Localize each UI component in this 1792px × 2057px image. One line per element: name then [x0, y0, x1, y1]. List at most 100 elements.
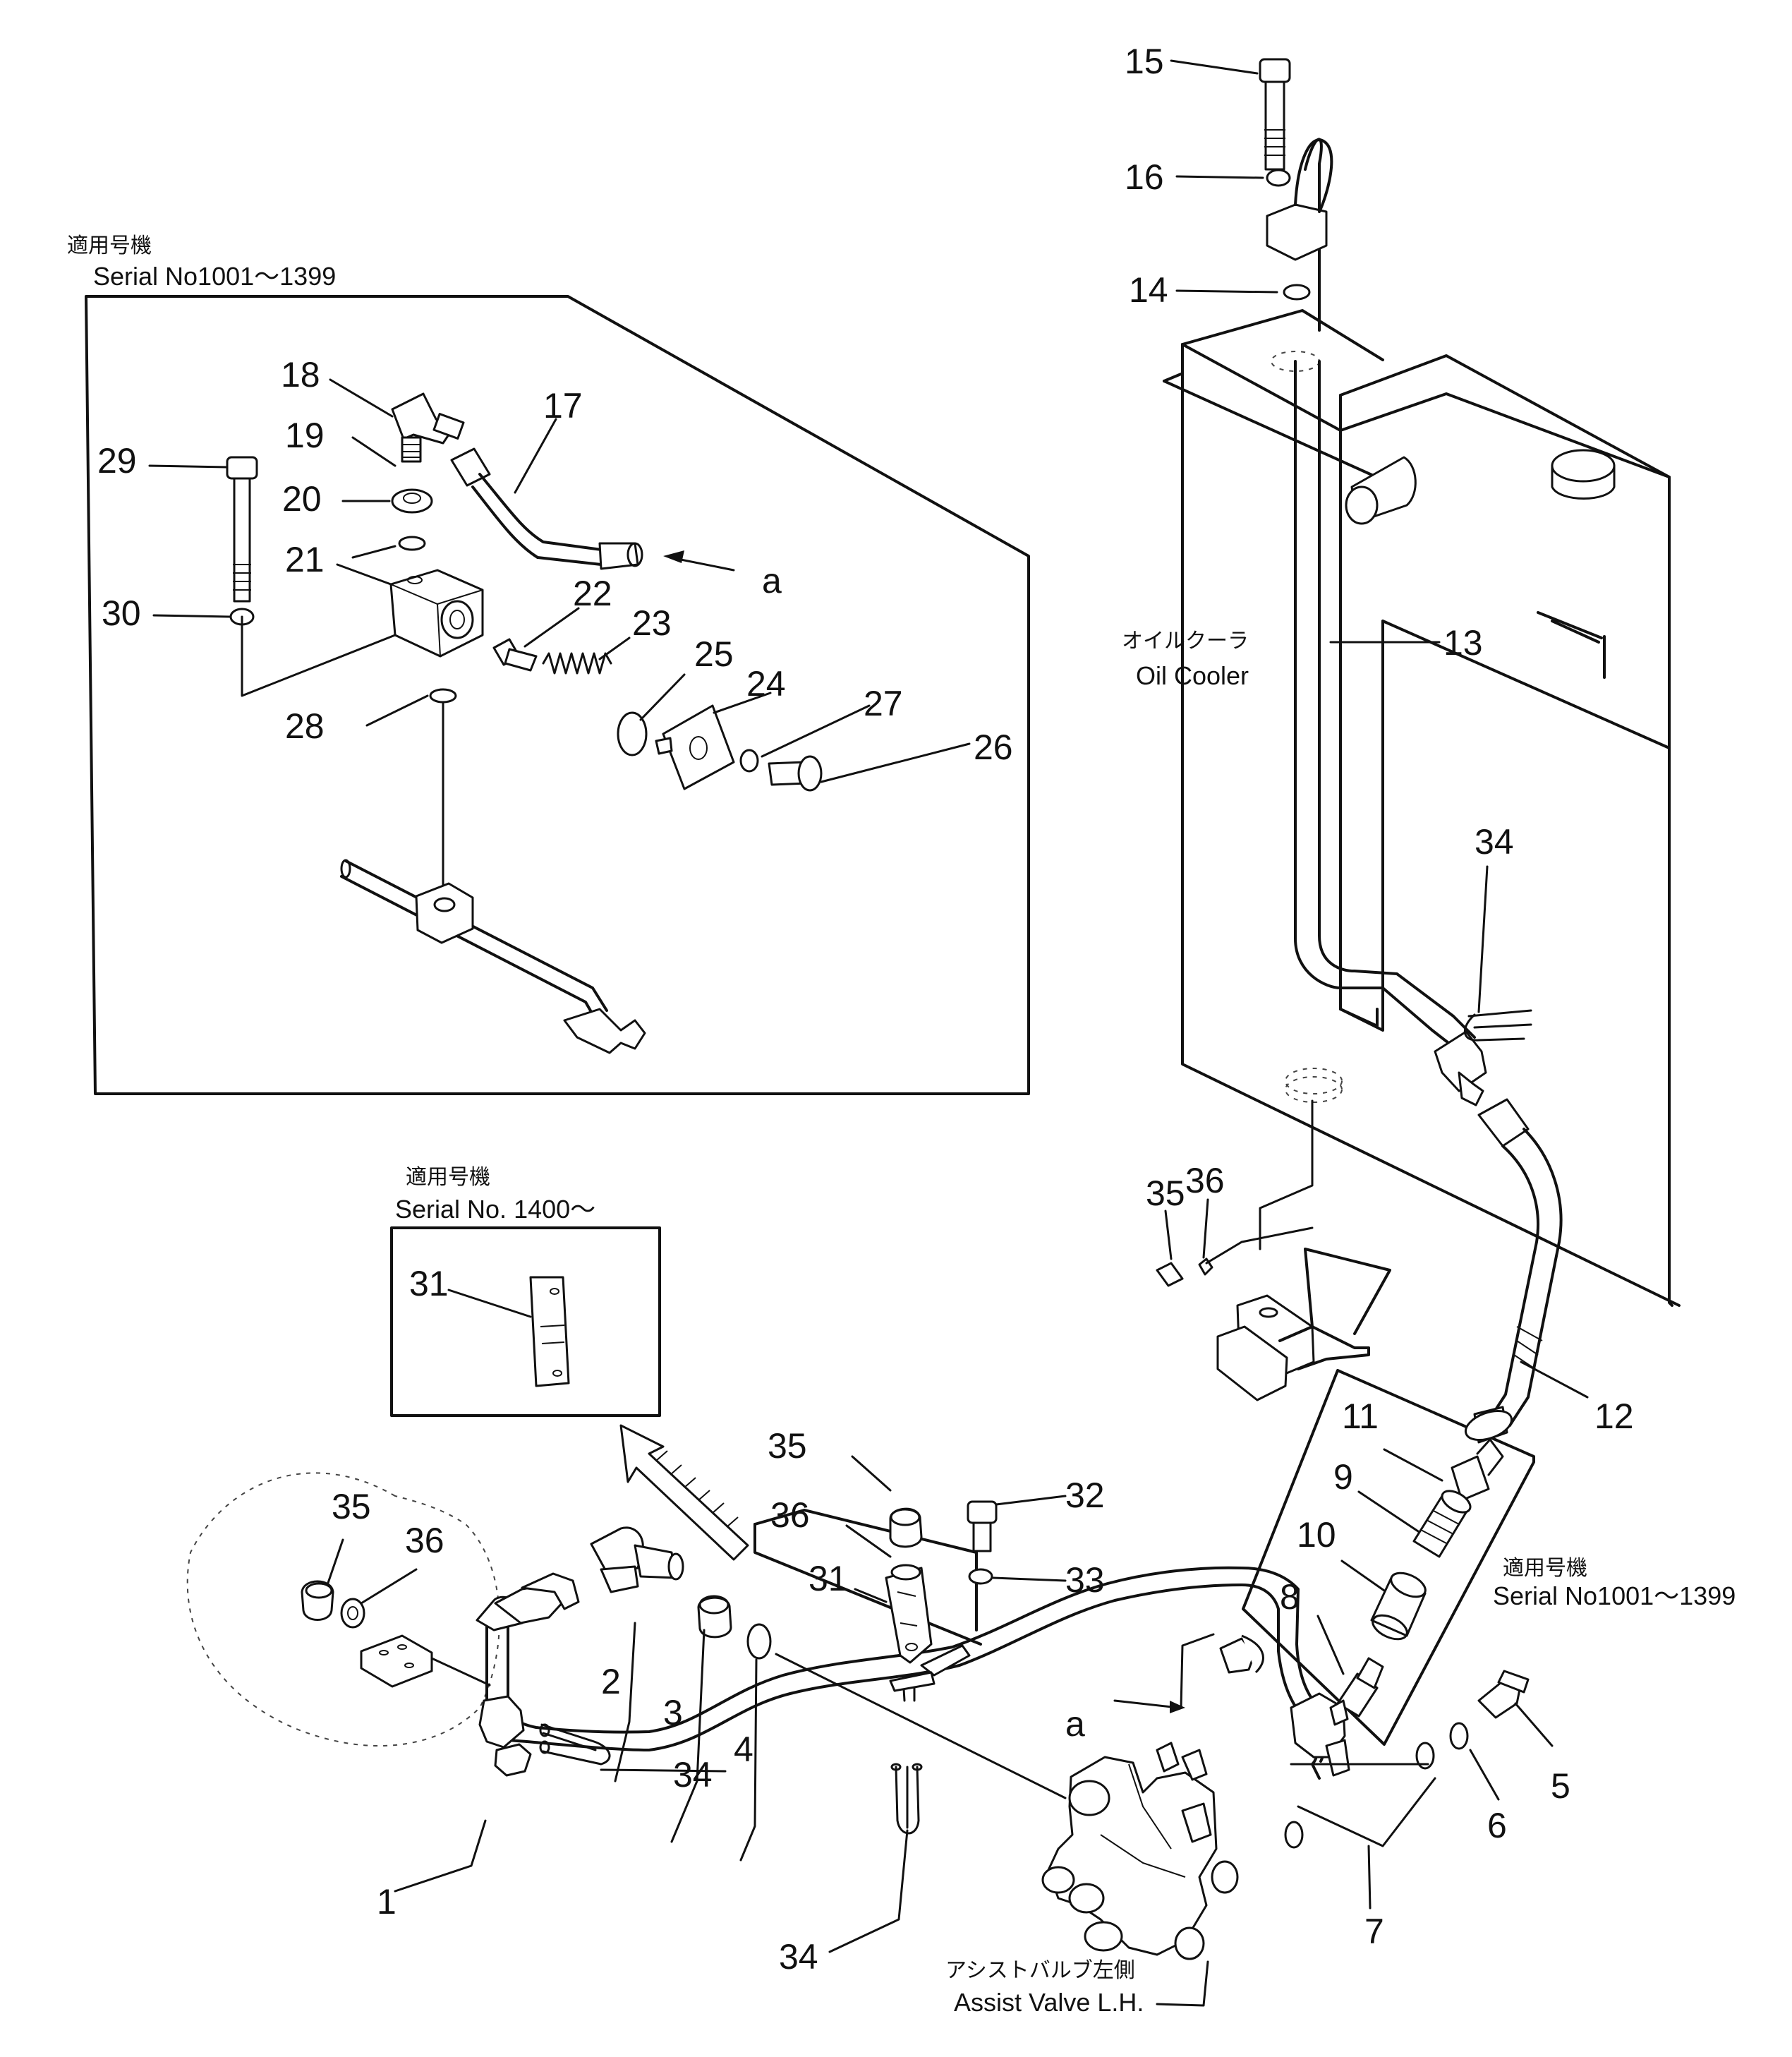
part-26-bolt	[768, 755, 823, 792]
callout-34-mid: 34	[673, 1755, 713, 1794]
part-1-pipe	[476, 1566, 1243, 1777]
part-31-clip-variant	[529, 1276, 570, 1387]
part-13-pipe	[1294, 138, 1476, 1051]
callout-36-right: 36	[1185, 1161, 1225, 1200]
inset-right: 適用号機 Serial No1001～1399	[1242, 1369, 1736, 1746]
pipe-13-flange	[1266, 203, 1328, 261]
part-4-o-ring	[746, 1623, 772, 1660]
callout-11: 11	[1342, 1397, 1379, 1436]
callout-22: 22	[573, 574, 612, 613]
part-33-washer	[968, 1568, 993, 1585]
callout-8: 8	[1280, 1577, 1300, 1617]
part-21-valve-block	[389, 569, 484, 658]
part-35-nut-mid	[889, 1507, 923, 1548]
part-27-washer	[739, 749, 759, 773]
part-18-elbow-fitting	[391, 392, 465, 463]
assist-valve-label-jp: アシストバルブ左側	[945, 1958, 1135, 1983]
part-11-coupler	[1451, 1406, 1513, 1502]
part-34-clip-top-right	[1463, 1009, 1532, 1042]
oil-cooler-label-en: Oil Cooler	[1136, 661, 1249, 690]
part-34-clip-left	[539, 1723, 611, 1766]
part-14-o-ring	[1283, 284, 1311, 301]
callout-14: 14	[1129, 270, 1168, 310]
callout-29: 29	[97, 441, 137, 481]
callout-9: 9	[1333, 1457, 1353, 1497]
callout-20: 20	[282, 479, 322, 519]
bracket-31	[753, 1509, 982, 1692]
callout-17: 17	[543, 386, 583, 426]
oil-cooler-label-jp: オイルクーラ	[1122, 629, 1249, 653]
part-5-bolt	[1477, 1670, 1530, 1719]
part-2-elbow-fitting	[590, 1526, 684, 1593]
part-15-bolt	[1259, 58, 1291, 171]
callout-21: 21	[285, 540, 325, 579]
inset-top-left: 適用号機 Serial No1001～1399	[67, 234, 1030, 1095]
callout-31-main: 31	[809, 1559, 848, 1598]
part-19-nut	[391, 488, 433, 514]
part-17-hose	[450, 447, 643, 570]
part-20-o-ring	[398, 536, 426, 551]
inset-top-left-serial: Serial No1001～1399	[93, 262, 336, 291]
hatched-arrow	[619, 1424, 749, 1561]
callout-23: 23	[632, 603, 672, 643]
callout-16: 16	[1125, 157, 1164, 197]
part-8-nipple	[1336, 1657, 1384, 1718]
callout-12: 12	[1594, 1397, 1634, 1436]
inset-top-left-heading: 適用号機	[67, 234, 152, 258]
inset-top-left-frame	[85, 295, 1030, 1095]
inset-small-box: 適用号機 Serial No. 1400～	[390, 1165, 661, 1417]
part-23-spring	[542, 652, 612, 675]
callout-30: 30	[102, 593, 141, 633]
part-34-clip-bottom	[890, 1763, 923, 1835]
callout-10: 10	[1297, 1515, 1336, 1555]
inset-right-heading: 適用号機	[1503, 1556, 1587, 1581]
view-marker-a-inset: a	[762, 561, 782, 601]
callout-24: 24	[746, 664, 786, 704]
part-10-socket	[1370, 1572, 1427, 1641]
part-29-bolt	[226, 456, 258, 603]
part-32-bolt	[967, 1500, 998, 1552]
callout-35-left: 35	[332, 1487, 371, 1526]
callout-1: 1	[377, 1882, 396, 1922]
inset-small-box-serial: Serial No. 1400～	[395, 1195, 595, 1224]
part-16-washer	[1266, 169, 1291, 187]
callout-36-left: 36	[405, 1521, 444, 1560]
callout-27: 27	[864, 684, 903, 723]
part-9-coupler	[1412, 1490, 1472, 1558]
callout-31-box: 31	[409, 1264, 449, 1303]
oil-cooler	[1163, 309, 1681, 1307]
callout-5: 5	[1551, 1766, 1570, 1806]
view-arrow-a-main	[1113, 1699, 1180, 1709]
part-36-washer-mid	[890, 1564, 921, 1581]
circled-parts	[301, 1580, 491, 1688]
pipe-13-coupling	[1434, 1030, 1487, 1106]
view-marker-a-main: a	[1065, 1704, 1085, 1744]
callout-33: 33	[1065, 1560, 1105, 1600]
callout-4: 4	[734, 1730, 753, 1769]
part-7-o-ring-left	[1284, 1821, 1304, 1849]
callout-35-right: 35	[1146, 1174, 1185, 1213]
inset-pipe-assembly	[340, 859, 646, 1054]
callout-28: 28	[285, 706, 325, 746]
part-35-nut-left	[301, 1580, 334, 1621]
callout-18: 18	[281, 355, 320, 394]
part-22-plunger	[492, 638, 538, 672]
part-7-pipe	[1219, 1567, 1436, 1847]
callout-32: 32	[1065, 1476, 1105, 1515]
part-24-cover-plate	[655, 704, 735, 790]
callout-34-top: 34	[1475, 822, 1514, 862]
callout-34-bottom: 34	[779, 1937, 818, 1977]
part-25-o-ring	[617, 711, 648, 756]
part-6-washer	[1449, 1722, 1469, 1750]
part-7-o-ring-right	[1415, 1742, 1435, 1770]
callout-35-mid: 35	[768, 1426, 807, 1466]
callout-19: 19	[285, 416, 325, 455]
bracket-right	[1156, 1248, 1391, 1401]
part-36-washer-left	[340, 1598, 365, 1629]
inset-small-box-heading: 適用号機	[406, 1165, 490, 1190]
callout-36-mid: 36	[770, 1495, 810, 1535]
filler-cap	[1551, 449, 1616, 483]
callout-3: 3	[663, 1693, 683, 1732]
